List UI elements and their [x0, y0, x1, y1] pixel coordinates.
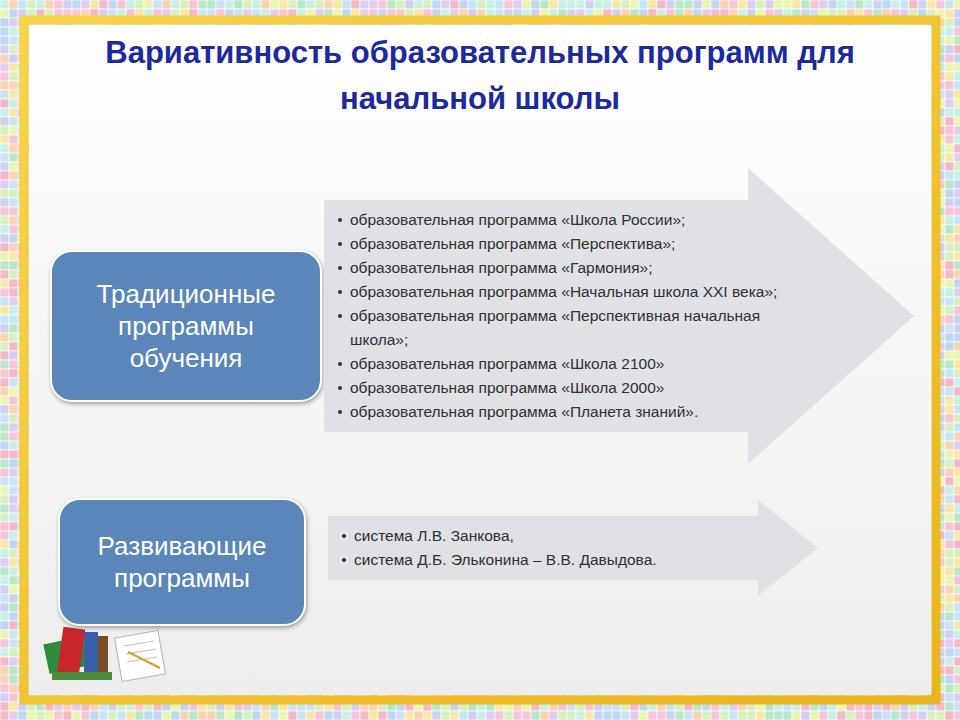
program-type-box: Развивающие программы — [58, 498, 306, 626]
list-item: образовательная программа «Школа 2000» — [346, 376, 786, 400]
list-item: образовательная программа «Школа России»… — [346, 208, 786, 232]
list-item: система Д.Б. Эльконина – В.В. Давыдова. — [350, 548, 750, 572]
books-illustration — [43, 627, 165, 682]
box-label: Развивающие программы — [74, 530, 290, 594]
program-name: система Д.Б. Эльконина – В.В. Давыдова. — [354, 551, 657, 568]
program-name: образовательная программа «Школа 2000» — [350, 379, 664, 396]
program-type-box: Традиционные программы обучения — [50, 250, 322, 402]
list-item: система Л.В. Занкова, — [350, 524, 750, 548]
program-name: образовательная программа «Планета знани… — [350, 403, 698, 420]
program-name: образовательная программа «Гармония»; — [350, 259, 652, 276]
arrow-body — [324, 168, 914, 464]
arrow-shape — [328, 500, 818, 596]
bullet — [338, 314, 342, 318]
slide-title: Вариативность образовательных программ д… — [80, 30, 880, 122]
program-name: образовательная программа «Школа России»… — [350, 211, 685, 228]
list-item: образовательная программа «Планета знани… — [346, 400, 786, 424]
bullet-list: система Л.В. Занкова, система Д.Б. Элькон… — [350, 524, 750, 572]
bullet — [338, 266, 342, 270]
panel — [29, 25, 931, 695]
bullet — [338, 242, 342, 246]
arrow-body — [328, 500, 818, 596]
bullet — [338, 290, 342, 294]
program-list-arrow: система Л.В. Занкова, система Д.Б. Элькон… — [328, 500, 818, 596]
program-name: система Л.В. Занкова, — [354, 527, 514, 544]
bullet — [338, 386, 342, 390]
bullet-list: образовательная программа «Школа России»… — [346, 208, 786, 424]
list-item: образовательная программа «Начальная шко… — [346, 280, 786, 304]
gold-frame — [24, 20, 936, 700]
box-label: Традиционные программы обучения — [66, 278, 306, 374]
list-item: образовательная программа «Школа 2100» — [346, 352, 786, 376]
program-name: образовательная программа «Школа 2100» — [350, 355, 664, 372]
list-item: образовательная программа «Перспектива»; — [346, 232, 786, 256]
bullet — [338, 362, 342, 366]
program-name: образовательная программа «Начальная шко… — [350, 283, 777, 300]
program-list-arrow: образовательная программа «Школа России»… — [324, 168, 914, 464]
program-name: образовательная программа «Перспективная… — [350, 307, 760, 348]
bullet — [342, 558, 346, 562]
bullet — [342, 534, 346, 538]
bullet — [338, 218, 342, 222]
program-name: образовательная программа «Перспектива»; — [350, 235, 675, 252]
list-item: образовательная программа «Гармония»; — [346, 256, 786, 280]
list-item: образовательная программа «Перспективная… — [346, 304, 786, 352]
bullet — [338, 410, 342, 414]
